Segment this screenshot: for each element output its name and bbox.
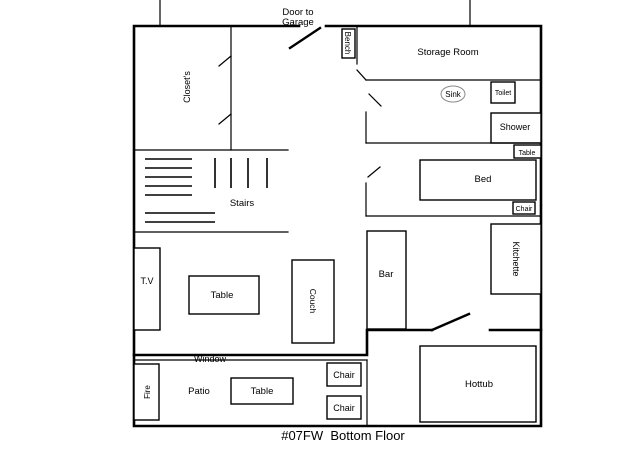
fire: [133, 363, 160, 421]
fire-label: Fire: [143, 385, 152, 399]
side-table: [513, 144, 542, 159]
couch-label: Couch: [308, 289, 318, 314]
bed-door: [367, 166, 381, 178]
stairs-label: Stairs: [230, 198, 255, 209]
door-label-line1: Door to: [282, 7, 313, 18]
bed-chair: [512, 201, 536, 215]
plan-caption: #07FW Bottom Floor: [281, 428, 405, 443]
closet-door-1: [218, 55, 232, 67]
kitchette: [490, 223, 542, 295]
toilet-label: Toilet: [495, 90, 511, 97]
interior-wall: [132, 328, 434, 357]
tv-label: T.V: [140, 276, 153, 286]
bar-label: Bar: [379, 269, 394, 280]
patio-chair-2: [326, 395, 362, 420]
sink: [440, 85, 466, 103]
bed-chair-label: Chair: [516, 206, 533, 213]
bed-label: Bed: [475, 174, 492, 185]
living-table-label: Table: [211, 290, 234, 301]
storage-door: [356, 69, 367, 81]
living-table: [188, 275, 260, 315]
garage-door: [288, 26, 322, 50]
tv: [133, 247, 161, 331]
bed: [419, 159, 537, 201]
patio-label: Patio: [188, 386, 210, 397]
storage-room-label: Storage Room: [417, 47, 478, 58]
hottub-door: [430, 312, 471, 332]
patio-chair-1: [326, 362, 362, 387]
toilet: [490, 81, 516, 104]
couch: [291, 259, 335, 344]
sink-label: Sink: [445, 90, 462, 99]
bench-label: Bench: [343, 32, 352, 55]
kitchette-label: Kitchette: [511, 241, 521, 276]
hottub-label: Hottub: [465, 379, 493, 390]
bath-door: [368, 93, 382, 107]
patio-chair-2-label: Chair: [333, 403, 355, 413]
stair-treads: [145, 158, 268, 223]
window-label: Window: [194, 354, 227, 364]
outer-wall: [132, 24, 543, 428]
patio-chair-1-label: Chair: [333, 370, 355, 380]
door-label-line2: Garage: [282, 17, 314, 28]
bench: [341, 28, 356, 59]
bar: [366, 230, 407, 330]
hottub: [419, 345, 537, 423]
closet-door-2: [218, 113, 232, 125]
patio-table: [230, 377, 294, 405]
shower: [490, 112, 542, 144]
closets-label: Closet's: [182, 71, 192, 103]
shower-label: Shower: [500, 122, 531, 132]
side-table-label: Table: [519, 150, 536, 157]
patio-table-label: Table: [251, 386, 274, 397]
